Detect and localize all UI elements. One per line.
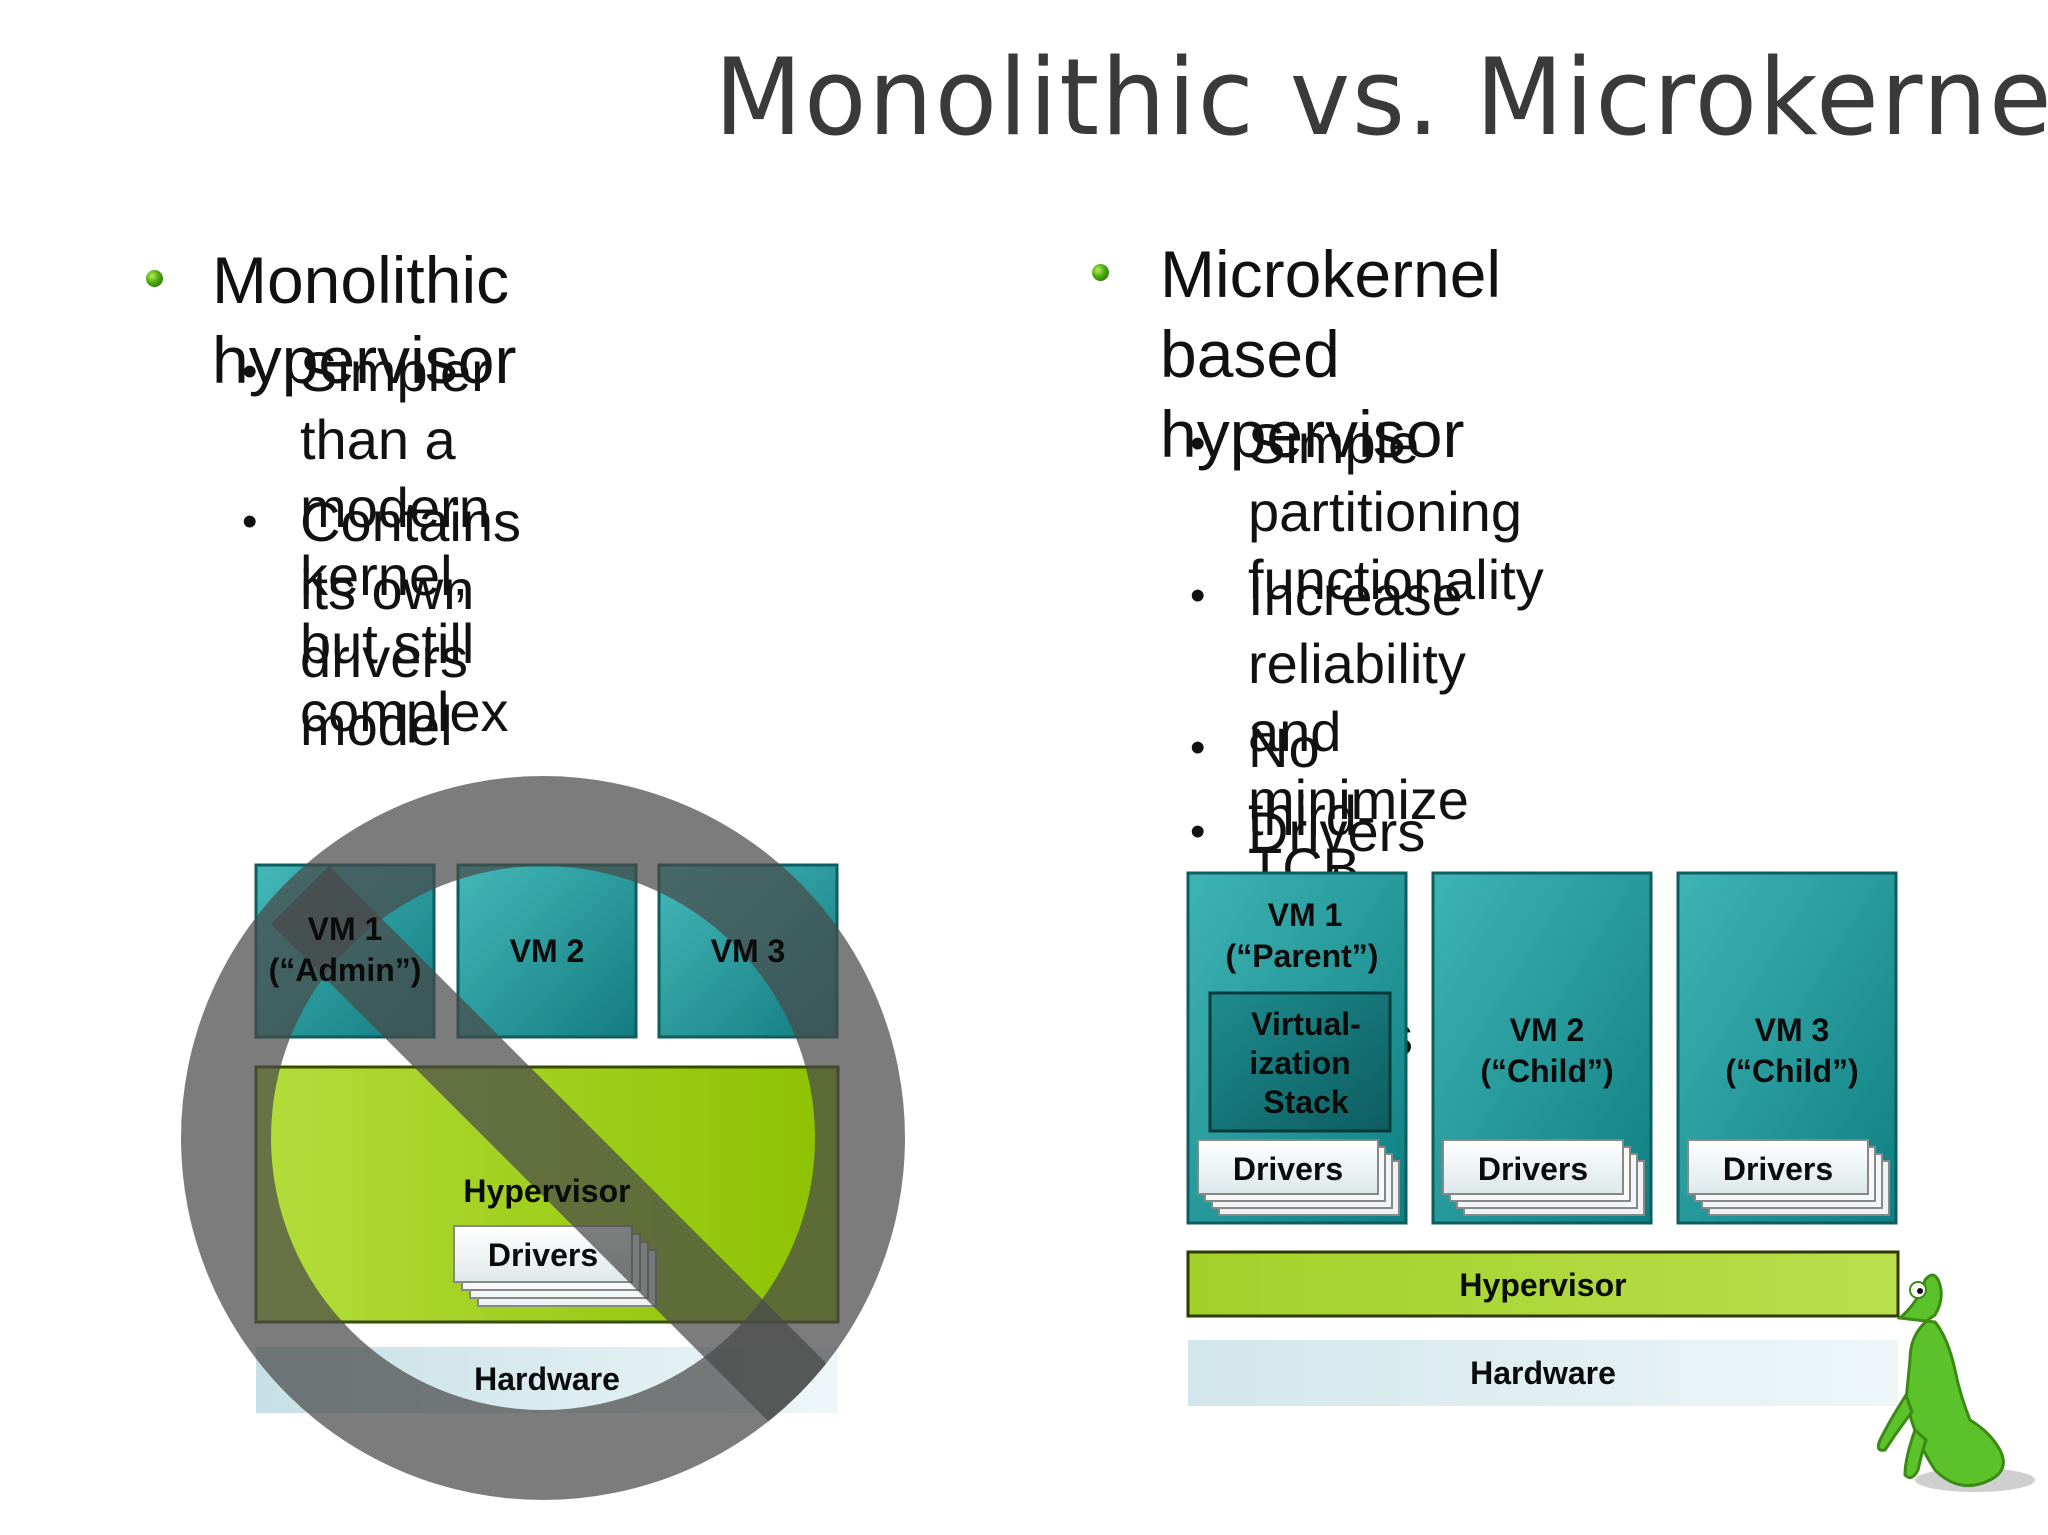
right-bullet-2: • Increase reliability and minimize TCB — [1190, 562, 1469, 902]
right-vm2-label-line1: VM 2 — [1510, 1012, 1585, 1048]
right-heading-line1: Microkernel based — [1160, 237, 1502, 391]
right-hardware-box — [1188, 1340, 1898, 1406]
green-bullet-icon — [1092, 264, 1109, 281]
left-hypervisor-label: Hypervisor — [463, 1173, 630, 1209]
left-bullet-2: • Contains its own drivers model — [242, 488, 522, 760]
green-bullet-icon — [146, 270, 163, 287]
right-bullet-1-line1: Simple partitioning — [1248, 412, 1522, 543]
prohibition-sign-icon — [181, 776, 905, 1500]
left-heading: Monolithic hypervisor — [212, 243, 517, 397]
right-vm2-label-line2: (“Child”) — [1480, 1053, 1613, 1089]
left-bullet-1-line2: kernel, but still complex — [300, 544, 509, 743]
left-bullet-1-line1: Simpler than a modern — [300, 340, 490, 539]
right-heading-line2: hypervisor — [1160, 397, 1465, 471]
right-hypervisor-box — [1186, 1250, 1900, 1318]
right-vm2-drivers-stack — [1442, 1139, 1645, 1216]
left-vm1-label-line2: (“Admin”) — [269, 952, 422, 988]
bullet-dot-icon: • — [1190, 807, 1206, 856]
right-vm3-label-line2: (“Child”) — [1725, 1053, 1858, 1089]
bullet-dot-icon: • — [1190, 571, 1206, 620]
bullet-dot-icon: • — [1190, 419, 1206, 468]
stack-label-line2: ization — [1249, 1045, 1350, 1081]
virtualization-stack-box — [1208, 991, 1392, 1133]
stack-label-line1: Virtual- — [1251, 1006, 1361, 1042]
right-bullet-1: • Simple partitioning functionality — [1190, 410, 1544, 614]
left-vm1-label-line1: VM 1 — [308, 911, 383, 947]
right-vm1-label-line1: VM 1 — [1268, 897, 1343, 933]
left-bullet-1: • Simpler than a modern kernel, but stil… — [242, 338, 509, 746]
right-vm1-label-line2: (“Parent”) — [1226, 938, 1379, 974]
left-vm3-label: VM 3 — [711, 933, 786, 969]
bullet-dot-icon: • — [242, 497, 258, 546]
right-vm1-drivers-stack — [1197, 1139, 1400, 1216]
right-bullet-1-line2: functionality — [1248, 548, 1544, 611]
right-heading: Microkernel based hypervisor — [1160, 234, 1501, 474]
left-vm2-box — [456, 863, 638, 1039]
right-vm3-drivers-label: Drivers — [1723, 1151, 1833, 1187]
left-bullet-2-line1: Contains its own drivers — [300, 490, 522, 689]
right-hardware-label: Hardware — [1470, 1355, 1616, 1391]
right-vm3-label-line1: VM 3 — [1755, 1012, 1830, 1048]
left-drivers-label: Drivers — [488, 1237, 598, 1273]
left-bullet-2-line2: model — [300, 694, 453, 757]
left-hardware-label: Hardware — [474, 1361, 620, 1397]
right-vm1-drivers-label: Drivers — [1233, 1151, 1343, 1187]
bullet-dot-icon: • — [242, 347, 258, 396]
slide-title: Monolithic vs. Microkernel — [714, 36, 2048, 159]
stack-label-line3: Stack — [1263, 1084, 1349, 1120]
left-vm2-label: VM 2 — [510, 933, 585, 969]
green-monster-hand-icon — [1876, 1273, 2035, 1492]
right-hypervisor-label: Hypervisor — [1459, 1267, 1626, 1303]
right-bullet-2-line1: Increase reliability and — [1248, 564, 1466, 763]
right-vm3-drivers-stack — [1687, 1139, 1890, 1216]
right-vm2-drivers-label: Drivers — [1478, 1151, 1588, 1187]
bullet-dot-icon: • — [1190, 723, 1206, 772]
